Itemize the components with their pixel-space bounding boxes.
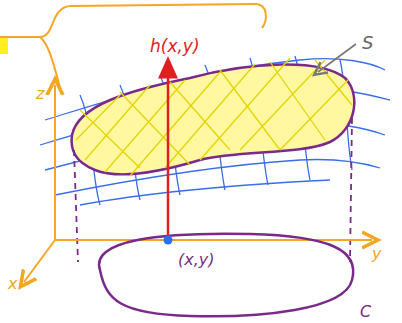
axis-label: y	[372, 246, 381, 262]
region-label: C	[360, 304, 371, 320]
axis-label: z	[36, 86, 44, 102]
axis-label: x	[8, 276, 17, 292]
height-label: h(x,y)	[150, 38, 200, 55]
surface-label: S	[362, 34, 373, 52]
point-label: (x,y)	[178, 252, 215, 268]
